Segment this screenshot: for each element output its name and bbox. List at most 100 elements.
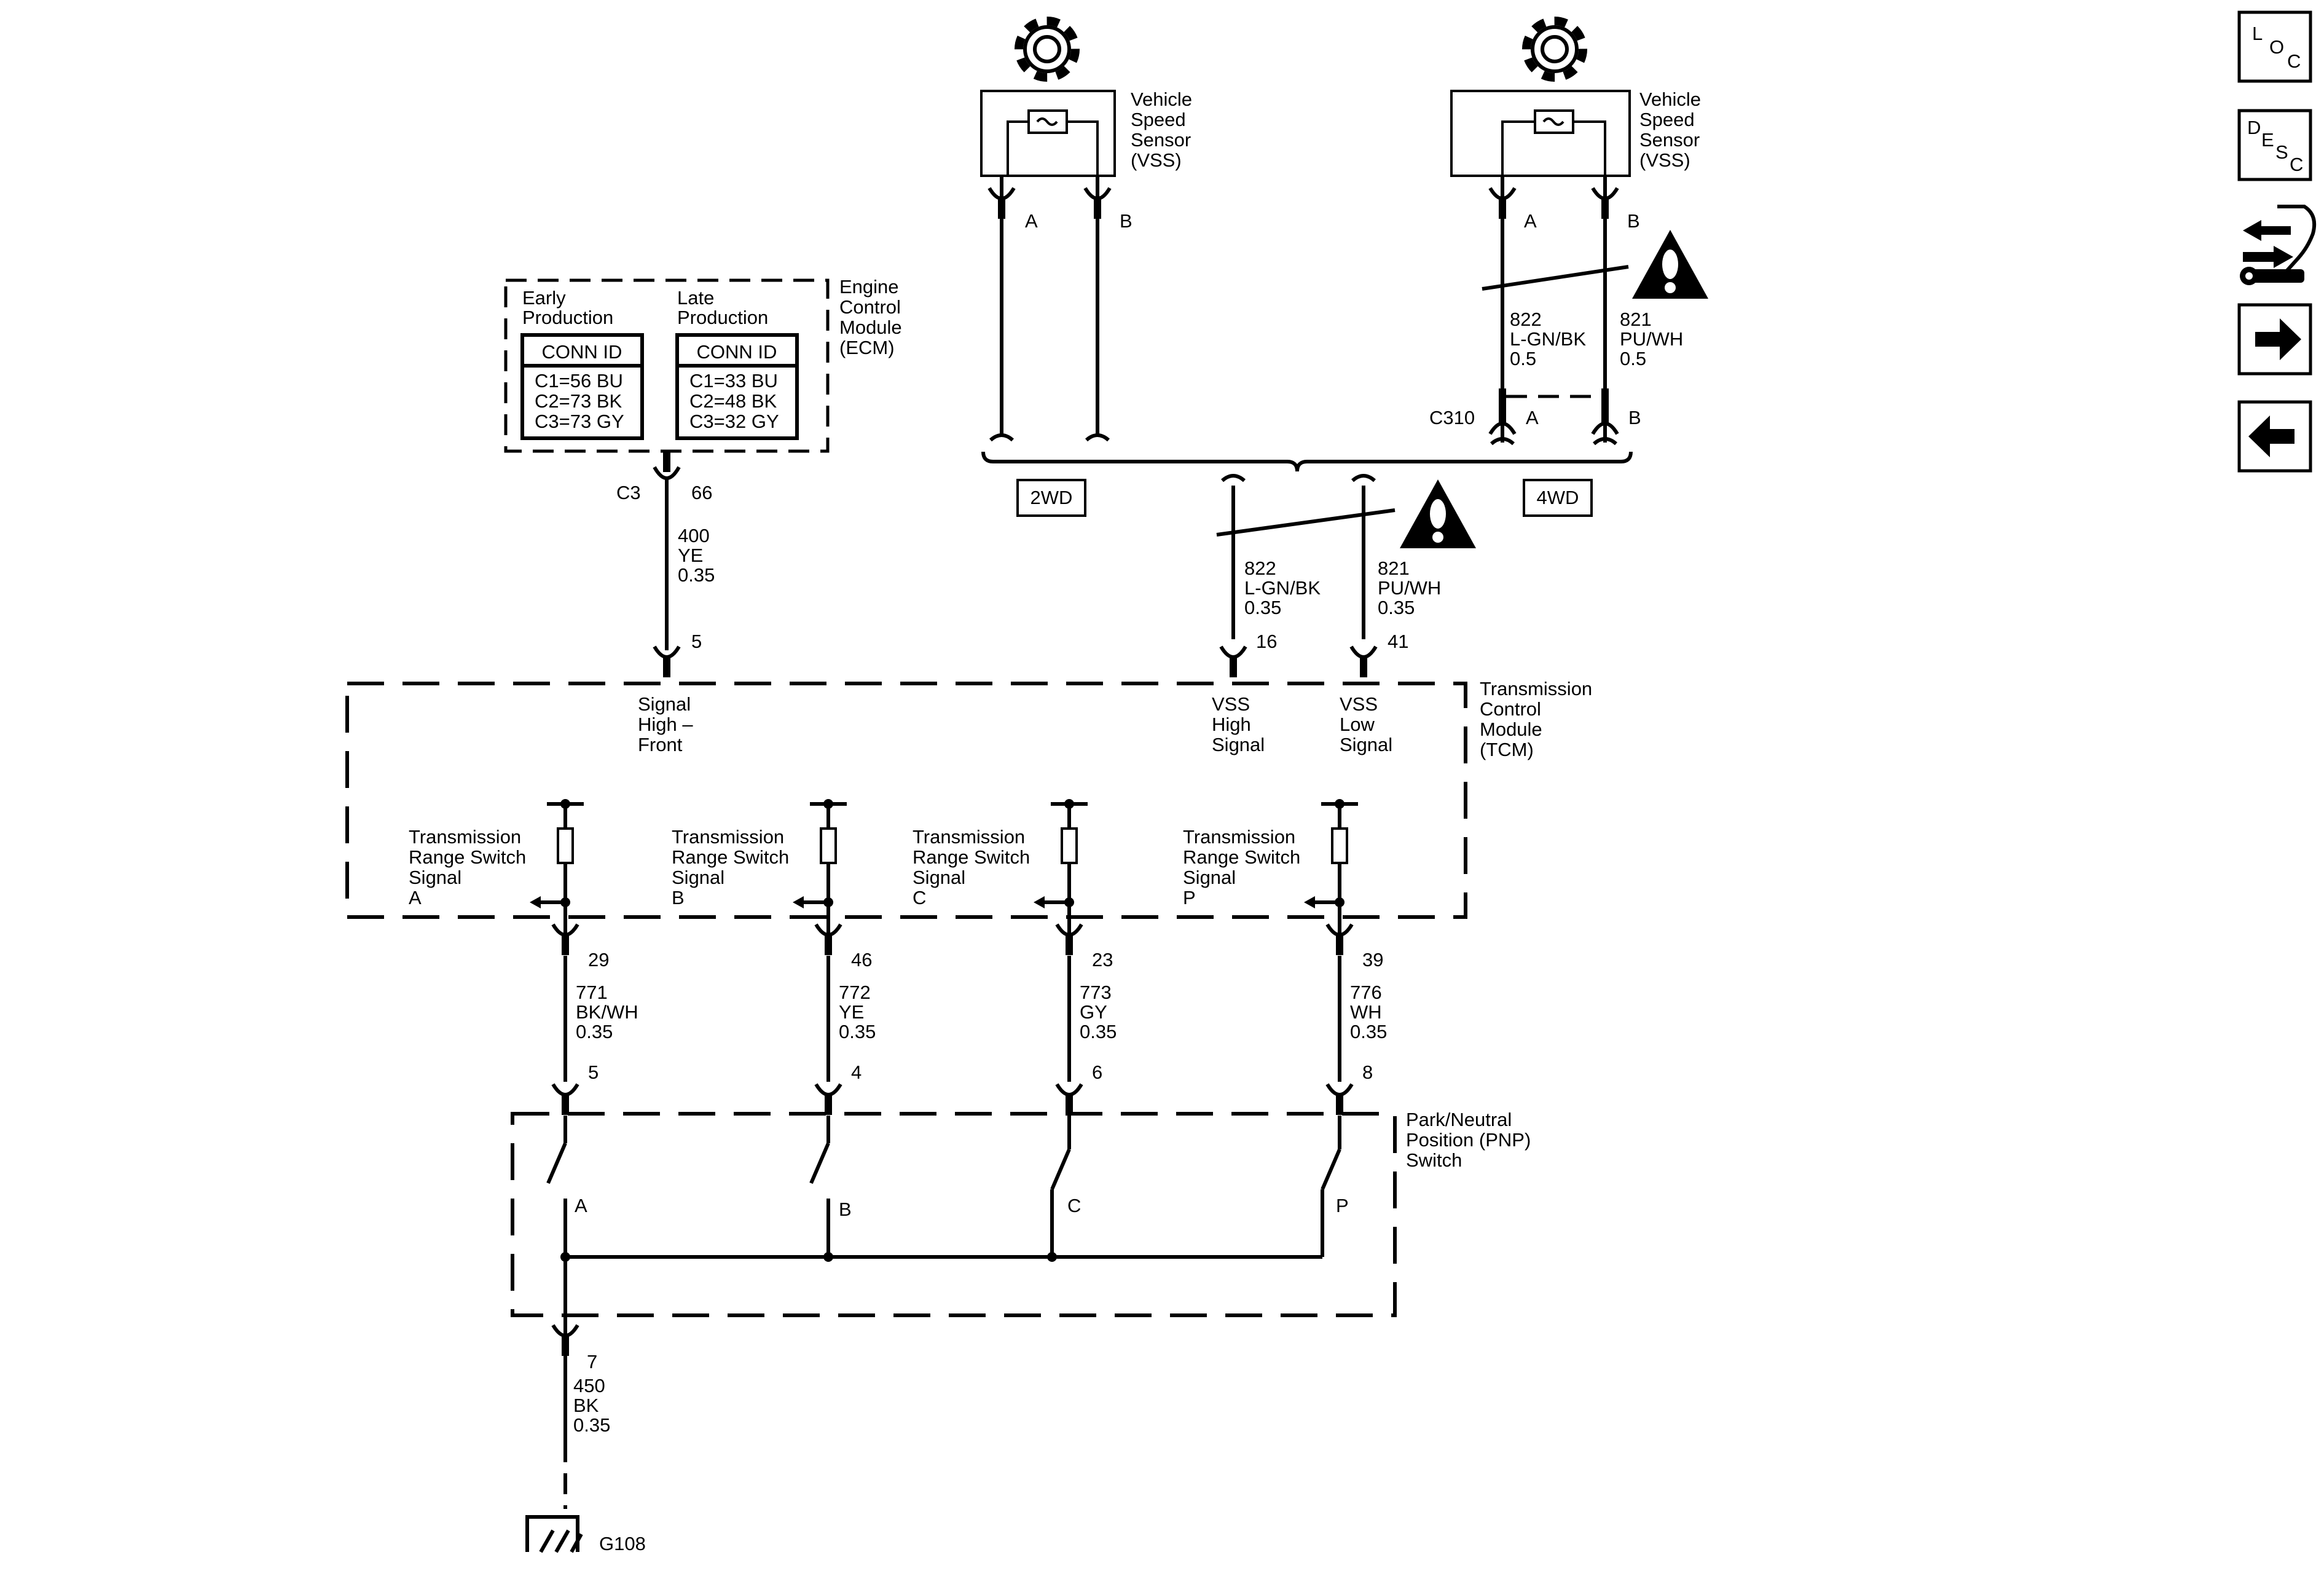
- range-b-label-4: B: [672, 887, 685, 908]
- ecm-late-conn-2: C2=48 BK: [689, 390, 777, 412]
- range-a-contact: A: [575, 1195, 587, 1216]
- ecm-label-3: Module: [839, 317, 902, 338]
- range-a-label-4: A: [409, 887, 422, 908]
- range-a-label-1: Transmission: [409, 826, 521, 848]
- range-c-wire-gauge: 0.35: [1080, 1021, 1117, 1042]
- ecm-early-label-2: Production: [522, 307, 613, 328]
- tcm-label-1: Transmission: [1480, 678, 1592, 699]
- ground-pin: 7: [587, 1351, 597, 1372]
- tcm-vss-high-label-3: Signal: [1212, 734, 1265, 755]
- vss-left-label-4: (VSS): [1131, 149, 1182, 171]
- range-b-wire-color: YE: [839, 1001, 864, 1023]
- range-channel-p: Transmission Range Switch Signal P 39 77…: [1183, 799, 1387, 1257]
- tcm-signal-high-label-3: Front: [638, 734, 683, 755]
- loc-icon[interactable]: L O C: [2237, 10, 2312, 83]
- ecm-late-conn-1: C1=33 BU: [689, 370, 778, 392]
- tcm-signal-high-pin: 5: [691, 631, 702, 652]
- ground-name: G108: [599, 1533, 646, 1554]
- range-b-tcm-pin: 46: [851, 949, 872, 971]
- ecm-connector-c3: C3: [616, 482, 641, 503]
- range-b-wire-gauge: 0.35: [839, 1021, 876, 1042]
- pnp-label-3: Switch: [1406, 1149, 1462, 1171]
- ecm-wire-circuit: 400: [678, 525, 710, 546]
- range-p-wire-color: WH: [1350, 1001, 1382, 1023]
- vss-right-wire-b-color: PU/WH: [1620, 328, 1683, 350]
- tcm-label-3: Module: [1480, 719, 1542, 740]
- vss-right-label-2: Speed: [1639, 109, 1695, 130]
- vss-left-pin-a: A: [1025, 210, 1038, 232]
- ecm-late-label-1: Late: [677, 287, 714, 309]
- c310-pin-b: B: [1628, 407, 1641, 428]
- ecm-wire-color: YE: [678, 545, 703, 566]
- range-c-label-3: Signal: [913, 867, 965, 888]
- ecm-early-conn-3: C3=73 GY: [535, 411, 624, 432]
- next-arrow-icon[interactable]: [2237, 303, 2312, 376]
- range-a-label-2: Range Switch: [409, 846, 526, 868]
- desc-letter-s: S: [2275, 141, 2288, 163]
- ecm-late-conn-3: C3=32 GY: [689, 411, 779, 432]
- vss-right-label-4: (VSS): [1639, 149, 1690, 171]
- range-c-tcm-pin: 23: [1092, 949, 1113, 971]
- ecm-label-4: (ECM): [839, 337, 895, 358]
- ground-g108: 7 450 BK 0.35 G108: [525, 1257, 646, 1554]
- vss-right: Vehicle Speed Sensor (VSS) A B 822 L-GN/…: [1429, 21, 1708, 446]
- range-b-label-3: Signal: [672, 867, 724, 888]
- tcm-label-4: (TCM): [1480, 739, 1534, 760]
- ground-wire-gauge: 0.35: [573, 1414, 610, 1436]
- range-p-wire-circuit: 776: [1350, 982, 1382, 1003]
- vss-left-label-2: Speed: [1131, 109, 1186, 130]
- vss-right-pin-b: B: [1627, 210, 1640, 232]
- tcm-signal-high-label-2: High –: [638, 714, 693, 735]
- warning-icon: [1632, 230, 1708, 299]
- vss-right-label-1: Vehicle: [1639, 89, 1701, 110]
- warning-icon: [1400, 479, 1476, 548]
- range-c-contact: C: [1067, 1195, 1081, 1216]
- connector-tool-icon[interactable]: [2240, 205, 2317, 285]
- vss-low-pin: 41: [1388, 631, 1408, 652]
- nav-panel: L O C D E S C: [2237, 10, 2317, 473]
- vss-left: Vehicle Speed Sensor (VSS) A B: [980, 21, 1192, 442]
- range-c-wire-circuit: 773: [1080, 982, 1112, 1003]
- ground-wire-circuit: 450: [573, 1375, 605, 1396]
- range-p-wire-gauge: 0.35: [1350, 1021, 1387, 1042]
- ecm-early-conn-header: CONN ID: [542, 341, 622, 363]
- loc-letter-c: C: [2287, 50, 2301, 72]
- ecm-late-label-2: Production: [677, 307, 768, 328]
- ecm-early-conn-2: C2=73 BK: [535, 390, 622, 412]
- ecm: Early Production Late Production CONN ID…: [504, 276, 902, 650]
- vss-high-wire-color: L-GN/BK: [1244, 577, 1321, 599]
- range-b-label-1: Transmission: [672, 826, 784, 848]
- vss-low-wire-color: PU/WH: [1378, 577, 1441, 599]
- drive-option-brace: 2WD 4WD: [981, 451, 1633, 517]
- range-channel-b: Transmission Range Switch Signal B 46 77…: [672, 799, 876, 1257]
- c310-pin-a: A: [1526, 407, 1539, 428]
- vss-left-label-1: Vehicle: [1131, 89, 1192, 110]
- ecm-pin-66: 66: [691, 482, 712, 503]
- vss-high-wire-gauge: 0.35: [1244, 597, 1281, 618]
- loc-letter-o: O: [2269, 36, 2284, 58]
- range-p-label-2: Range Switch: [1183, 846, 1300, 868]
- range-c-label-2: Range Switch: [913, 846, 1030, 868]
- pnp-label-1: Park/Neutral: [1406, 1109, 1512, 1130]
- range-a-label-3: Signal: [409, 867, 461, 888]
- range-a-wire-gauge: 0.35: [576, 1021, 613, 1042]
- back-arrow-icon[interactable]: [2237, 400, 2312, 473]
- tcm-vss-low-label-1: VSS: [1340, 693, 1378, 715]
- vss-low-wire-circuit: 821: [1378, 557, 1410, 579]
- tcm-vss-high-label-2: High: [1212, 714, 1251, 735]
- ecm-label-1: Engine: [839, 276, 899, 297]
- vss-right-wire-b-gauge: 0.5: [1620, 348, 1646, 369]
- loc-letter-l: L: [2252, 23, 2263, 44]
- ground-wire-color: BK: [573, 1395, 599, 1416]
- vss-right-pin-a: A: [1524, 210, 1537, 232]
- range-p-tcm-pin: 39: [1362, 949, 1383, 971]
- tcm-vss-high-label-1: VSS: [1212, 693, 1250, 715]
- desc-icon[interactable]: D E S C: [2237, 109, 2312, 181]
- pnp-label-2: Position (PNP): [1406, 1129, 1531, 1151]
- range-a-pnp-pin: 5: [588, 1061, 599, 1083]
- ecm-early-conn-1: C1=56 BU: [535, 370, 623, 392]
- gear-icon: [1526, 21, 1583, 77]
- tcm-vss-low-label-2: Low: [1340, 714, 1375, 735]
- ecm-early-conn-table: [520, 333, 644, 440]
